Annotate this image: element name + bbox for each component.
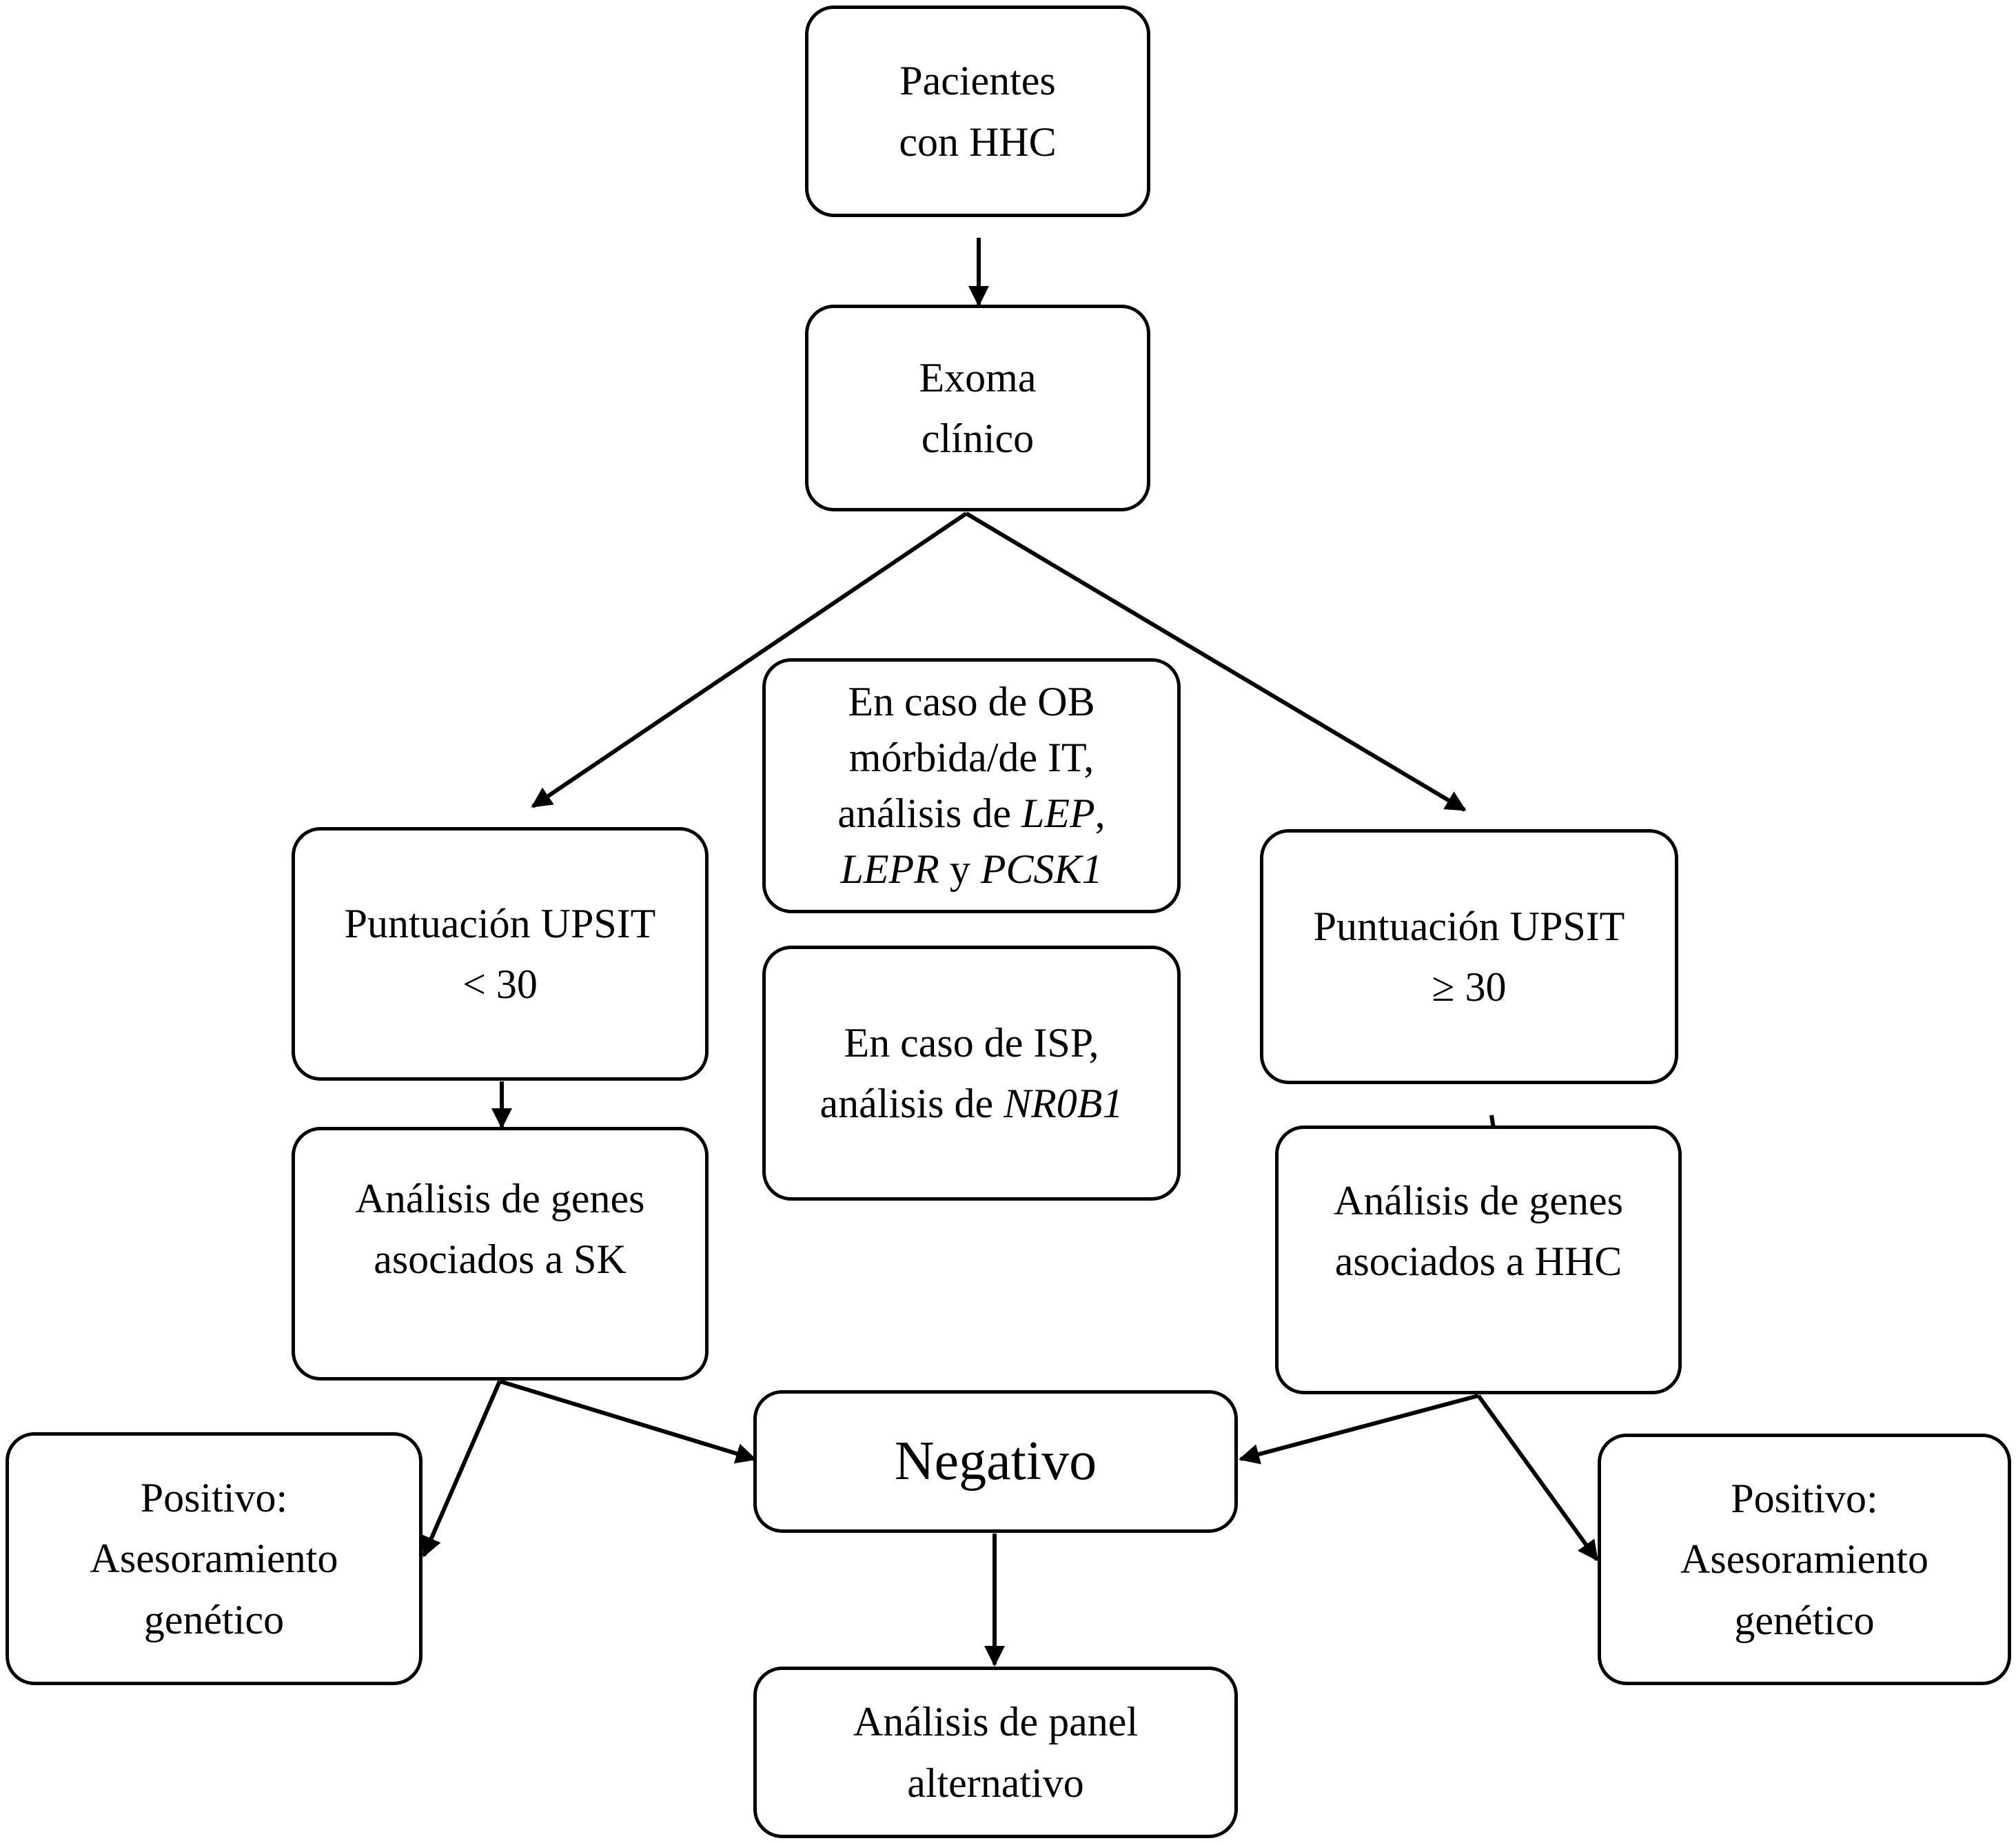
hhc-analysis-box: Análisis de genes asociados a HHC xyxy=(1275,1126,1682,1394)
ob-note-line1: En caso de OB xyxy=(848,679,1095,724)
ob-note-line3: análisis de LEP, xyxy=(837,786,1105,842)
upsit-low-box: Puntuación UPSIT < 30 xyxy=(292,827,709,1081)
positivo-right-line3: genético xyxy=(1734,1597,1875,1643)
arrow-sk-analysis-to-positivo-left xyxy=(422,1380,502,1558)
hhc-analysis-line1: Análisis de genes xyxy=(1334,1178,1623,1223)
positivo-right-box: Positivo: Asesoramiento genético xyxy=(1598,1434,2011,1685)
pacientes-box: Pacientes con HHC xyxy=(805,6,1150,217)
negativo-label: Negativo xyxy=(894,1430,1097,1491)
negativo-box: Negativo xyxy=(753,1390,1238,1533)
ob-note-line4: LEPR y PCSK1 xyxy=(837,842,1105,897)
pacientes-line2: con HHC xyxy=(899,119,1057,165)
ob-note-line4-mid: y xyxy=(939,846,981,892)
exoma-box: Exoma clínico xyxy=(805,305,1150,511)
positivo-left-box: Positivo: Asesoramiento genético xyxy=(6,1432,422,1685)
isp-note-line1: En caso de ISP, xyxy=(844,1019,1099,1066)
pacientes-line1: Pacientes xyxy=(899,58,1056,104)
positivo-left-line2: Asesoramiento xyxy=(90,1536,338,1582)
ob-note-line3-prefix: análisis de xyxy=(837,791,1021,836)
gene-nr0b1: NR0B1 xyxy=(1004,1081,1123,1126)
upsit-low-line1: Puntuación UPSIT xyxy=(344,900,656,946)
exoma-line2: clínico xyxy=(921,416,1035,461)
arrow-hhc-analysis-to-negativo xyxy=(1239,1394,1479,1465)
panel-line2: alternativo xyxy=(907,1760,1084,1806)
ob-note-line3-suffix: , xyxy=(1094,791,1106,836)
arrow-exoma-to-upsit-high xyxy=(965,511,1467,812)
upsit-high-box: Puntuación UPSIT ≥ 30 xyxy=(1260,829,1678,1084)
upsit-low-line2: < 30 xyxy=(462,961,538,1007)
gene-lep: LEP xyxy=(1021,791,1095,836)
hhc-analysis-line2: asociados a HHC xyxy=(1334,1239,1622,1285)
sk-analysis-line2: asociados a SK xyxy=(374,1236,627,1283)
arrow-hhc-analysis-to-positivo-right xyxy=(1476,1394,1599,1562)
exoma-line1: Exoma xyxy=(919,354,1037,400)
positivo-left-line3: genético xyxy=(143,1596,285,1642)
sk-analysis-box: Análisis de genes asociados a SK xyxy=(292,1127,709,1381)
ob-note-line2: mórbida/de IT, xyxy=(848,735,1094,780)
panel-box: Análisis de panel alternativo xyxy=(753,1667,1238,1838)
sk-analysis-line1: Análisis de genes xyxy=(355,1176,645,1221)
panel-line1: Análisis de panel xyxy=(853,1699,1139,1745)
positivo-right-line1: Positivo: xyxy=(1731,1476,1878,1522)
ob-note-box: En caso de OB mórbida/de IT, análisis de… xyxy=(762,658,1181,913)
gene-lepr: LEPR xyxy=(840,846,939,892)
positivo-right-line2: Asesoramiento xyxy=(1680,1536,1928,1582)
gene-pcsk1: PCSK1 xyxy=(980,846,1103,892)
arrow-exoma-to-upsit-low xyxy=(531,511,968,808)
upsit-high-line1: Puntuación UPSIT xyxy=(1313,903,1625,949)
arrow-sk-analysis-to-negativo xyxy=(499,1379,757,1464)
positivo-left-line1: Positivo: xyxy=(140,1475,288,1521)
isp-note-line2-prefix: análisis de xyxy=(819,1081,1004,1126)
isp-note-box: En caso de ISP, análisis de NR0B1 xyxy=(762,946,1181,1201)
isp-note-line2: análisis de NR0B1 xyxy=(820,1073,1123,1134)
upsit-high-line2: ≥ 30 xyxy=(1432,964,1507,1010)
